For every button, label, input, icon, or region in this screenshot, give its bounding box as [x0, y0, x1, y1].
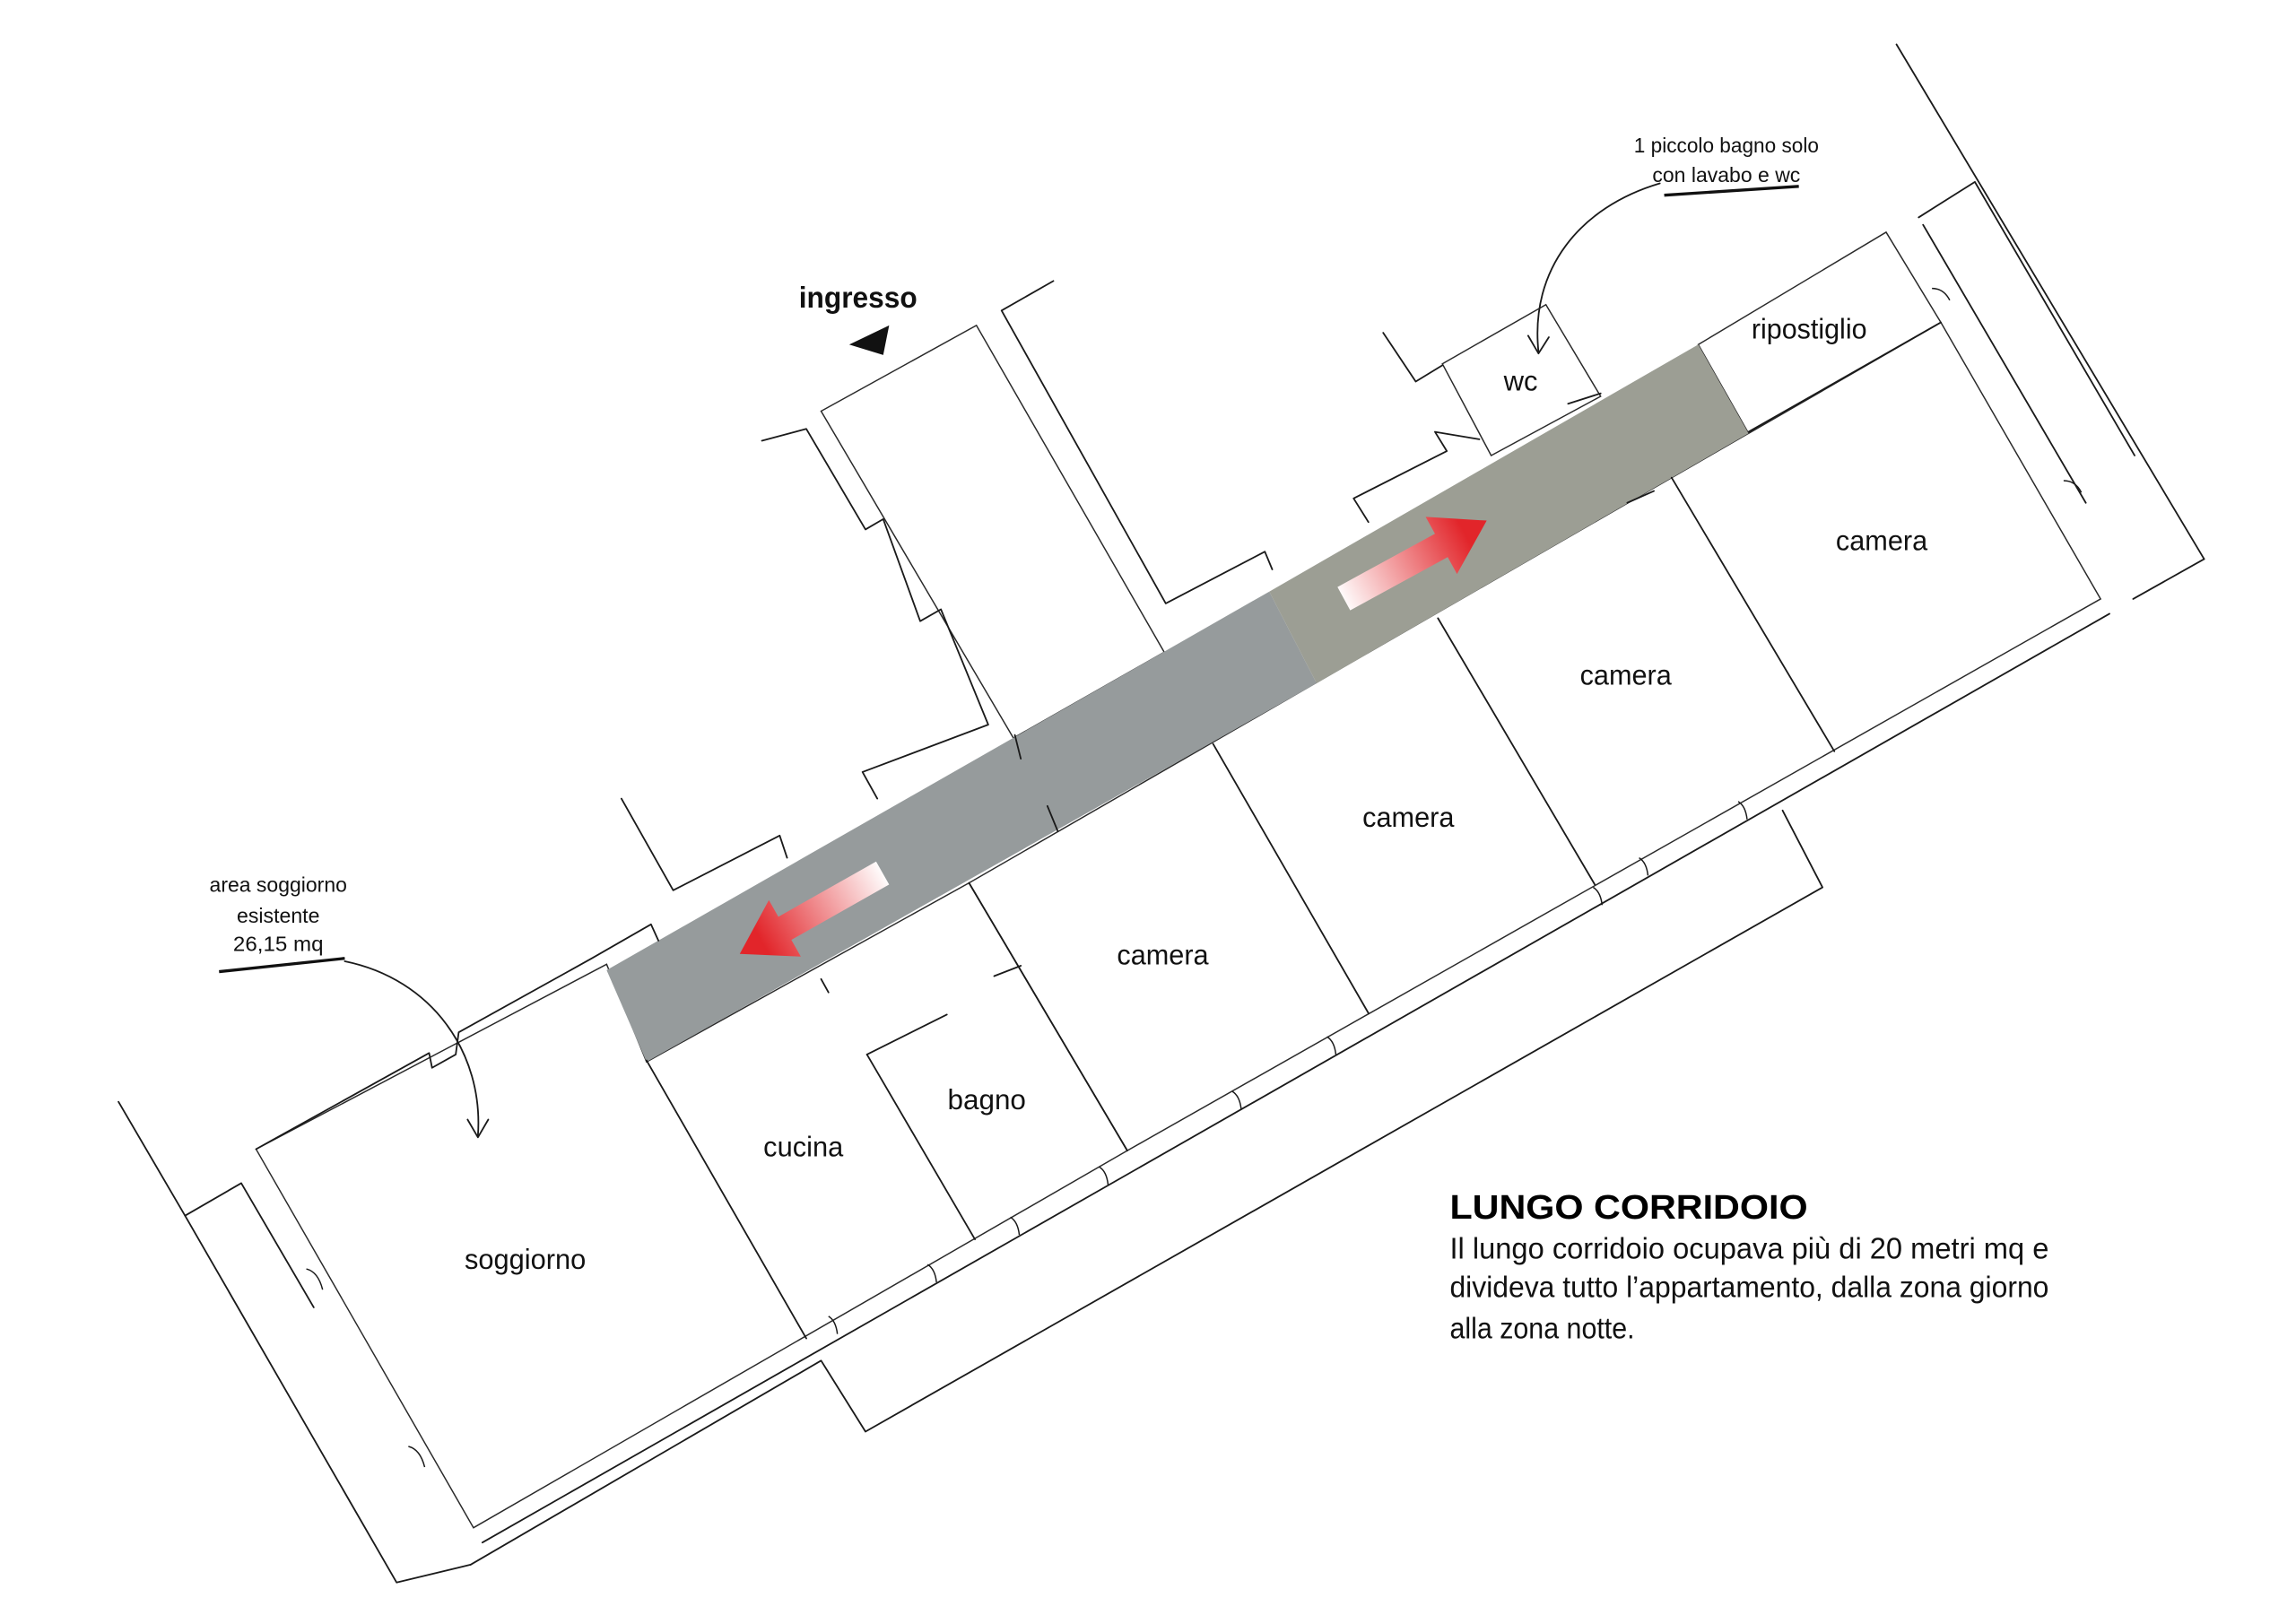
corridor-day-section: [606, 591, 1318, 1063]
door-swing: [1593, 886, 1604, 906]
arrow-to-day-zone: [739, 861, 890, 957]
note-living-area-line-2: esistente: [237, 904, 319, 927]
entrance-triangle-icon: [848, 325, 890, 355]
wall-line: [1382, 332, 1444, 383]
entrance-label: ingresso: [799, 281, 918, 314]
wall-line: [469, 809, 1823, 1566]
door-swing: [1099, 1166, 1109, 1185]
caption-line-3: alla zona notte.: [1449, 1312, 1634, 1345]
note-pointer-arrow: [1536, 182, 1661, 353]
caption-line-2: divideva tutto l’appartamento, dalla zon…: [1449, 1270, 2048, 1303]
door-swing: [1010, 1216, 1021, 1236]
wall-line: [1895, 43, 2205, 560]
wall-line: [1922, 223, 2087, 504]
note-small-bathroom-line-1: 1 piccolo bagno solo: [1634, 134, 1819, 157]
caption-line-1: Il lungo corridoio ocupava più di 20 met…: [1449, 1232, 2048, 1265]
wall-line: [117, 1100, 472, 1584]
wall-tick: [1013, 734, 1022, 760]
divider-storage-bedroom: [1747, 321, 1942, 433]
door-swing: [1932, 287, 1951, 301]
divider-bedroom-2-3: [1437, 617, 1596, 886]
room-label-bedroom-1: camera: [1117, 939, 1209, 970]
wc-room-area: [1441, 303, 1602, 456]
divider-living-kitchen: [645, 1059, 807, 1340]
wall-line: [255, 923, 659, 1150]
door-swing: [1737, 801, 1748, 820]
room-label-bathroom: bagno: [948, 1084, 1026, 1116]
corridor-night-section: [1269, 344, 1749, 683]
door-swing: [828, 1315, 839, 1334]
note-living-area-line-1: area soggiorno: [210, 873, 347, 897]
room-label-kitchen: cucina: [763, 1132, 844, 1163]
wall-line: [620, 797, 788, 891]
wall-bathroom-top: [865, 1013, 948, 1055]
door-swing: [1231, 1090, 1242, 1110]
divider-bedroom-1-2: [1212, 742, 1370, 1014]
note-underline: [1664, 185, 1799, 197]
room-label-wc: wc: [1503, 365, 1538, 396]
door-swing: [1326, 1036, 1337, 1055]
note-pointer-arrowhead-icon: [1526, 334, 1550, 355]
note-pointer-arrow: [344, 960, 480, 1137]
wall-tick: [1626, 490, 1655, 504]
note-living-area-line-3: 26,15 mq: [233, 932, 324, 955]
entrance-hall-area: [820, 324, 1166, 739]
door-swing: [2063, 480, 2083, 493]
door-swing: [926, 1263, 937, 1282]
room-label-bedroom-2: camera: [1362, 802, 1455, 833]
room-label-bedroom-3: camera: [1580, 660, 1673, 691]
note-pointer-arrowhead-icon: [466, 1118, 490, 1139]
note-underline: [219, 957, 345, 974]
door-swing: [306, 1268, 324, 1290]
room-label-bedroom-4: camera: [1836, 525, 1928, 557]
caption-title: LUNGO CORRIDOIO: [1449, 1189, 1807, 1227]
wall-tick: [1046, 804, 1059, 832]
wall-line: [1352, 430, 1481, 524]
wall-tick: [820, 977, 830, 994]
note-small-bathroom-line-2: con lavabo e wc: [1652, 163, 1800, 187]
wall-tick: [993, 965, 1022, 977]
divider-bathroom-bedroom: [968, 881, 1128, 1152]
wall-tick: [1567, 392, 1602, 405]
door-swing: [408, 1446, 426, 1468]
wall-line: [1918, 180, 2135, 456]
wall-line: [1000, 280, 1274, 604]
divider-bedroom-3-4: [1670, 476, 1836, 752]
divider-kitchen-bathroom: [865, 1054, 976, 1240]
room-label-living-room: soggiorno: [465, 1244, 586, 1275]
wall-line: [481, 612, 2110, 1544]
wall-line: [184, 1182, 315, 1308]
wall-line: [761, 428, 989, 800]
door-swing: [1639, 856, 1649, 876]
room-label-storage: ripostiglio: [1752, 314, 1867, 345]
wall-line: [2132, 558, 2205, 600]
arrow-to-night-zone: [1337, 517, 1487, 611]
